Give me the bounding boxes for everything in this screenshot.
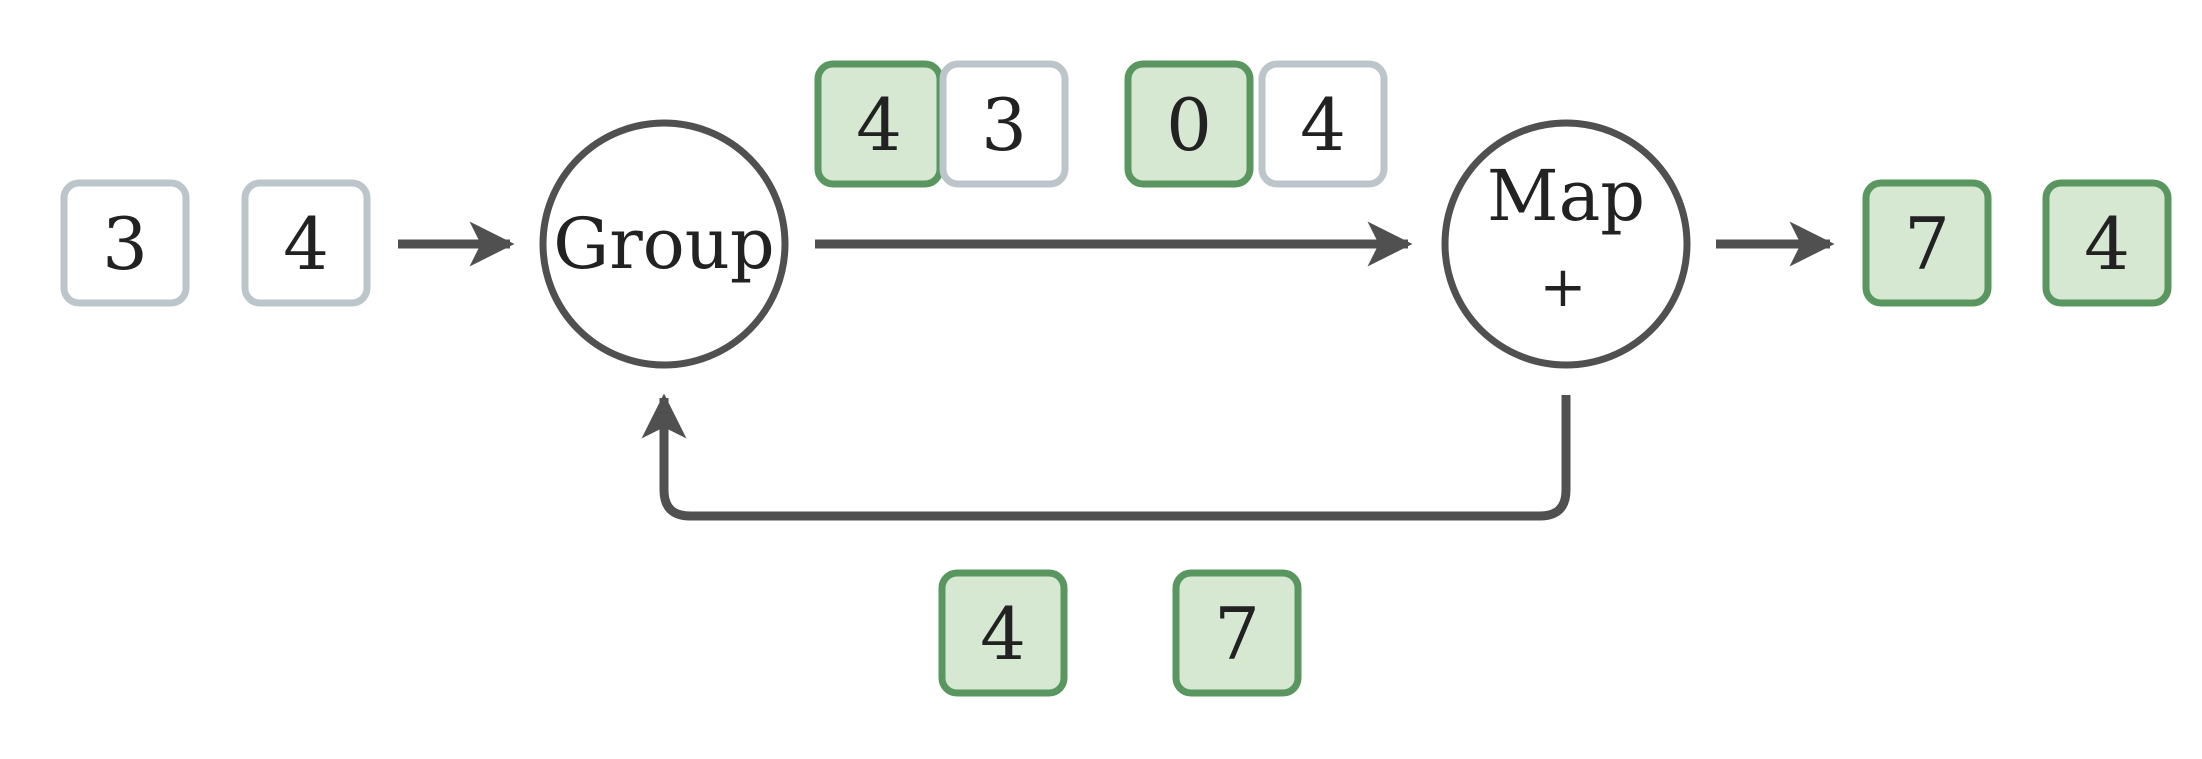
intermediate-pairs: 4 3 0 4 — [814, 60, 1388, 188]
pair-value-box: 3 — [939, 60, 1069, 188]
input-box-value: 4 — [283, 202, 329, 286]
group-node: Group — [539, 119, 789, 369]
output-boxes: 7 4 — [1862, 179, 2172, 307]
input-boxes: 3 4 — [60, 179, 371, 307]
pair-key-box: 0 — [1124, 60, 1254, 188]
feedback-box-value: 7 — [1214, 592, 1260, 676]
feedback-loop-arrow — [641, 393, 1571, 521]
arrows — [398, 221, 1835, 521]
group-node-label: Group — [553, 203, 774, 285]
input-box: 4 — [241, 179, 371, 307]
feedback-boxes: 4 7 — [938, 569, 1302, 697]
map-node: Map + — [1441, 119, 1691, 369]
input-box: 3 — [60, 179, 190, 307]
feedback-box-value: 4 — [980, 592, 1026, 676]
map-operator-plus: + — [1540, 255, 1587, 320]
output-box-value: 4 — [2084, 202, 2130, 286]
group-node-circle — [539, 119, 789, 369]
pair-key-box: 4 — [814, 60, 944, 188]
pair: 0 4 — [1124, 60, 1388, 188]
output-box: 4 — [2042, 179, 2172, 307]
input-box-value: 3 — [102, 202, 148, 286]
pair: 4 3 — [814, 60, 1069, 188]
feedback-box: 7 — [1172, 569, 1302, 697]
output-box: 7 — [1862, 179, 1992, 307]
map-node-circle — [1441, 119, 1691, 369]
map-node-label: Map — [1487, 155, 1645, 237]
pair-key-value: 0 — [1166, 83, 1212, 167]
pair-value-value: 4 — [1300, 83, 1346, 167]
pair-value-box: 4 — [1258, 60, 1388, 188]
output-box-value: 7 — [1904, 202, 1950, 286]
pair-value-value: 3 — [981, 83, 1027, 167]
feedback-box: 4 — [938, 569, 1068, 697]
pair-key-value: 4 — [856, 83, 902, 167]
